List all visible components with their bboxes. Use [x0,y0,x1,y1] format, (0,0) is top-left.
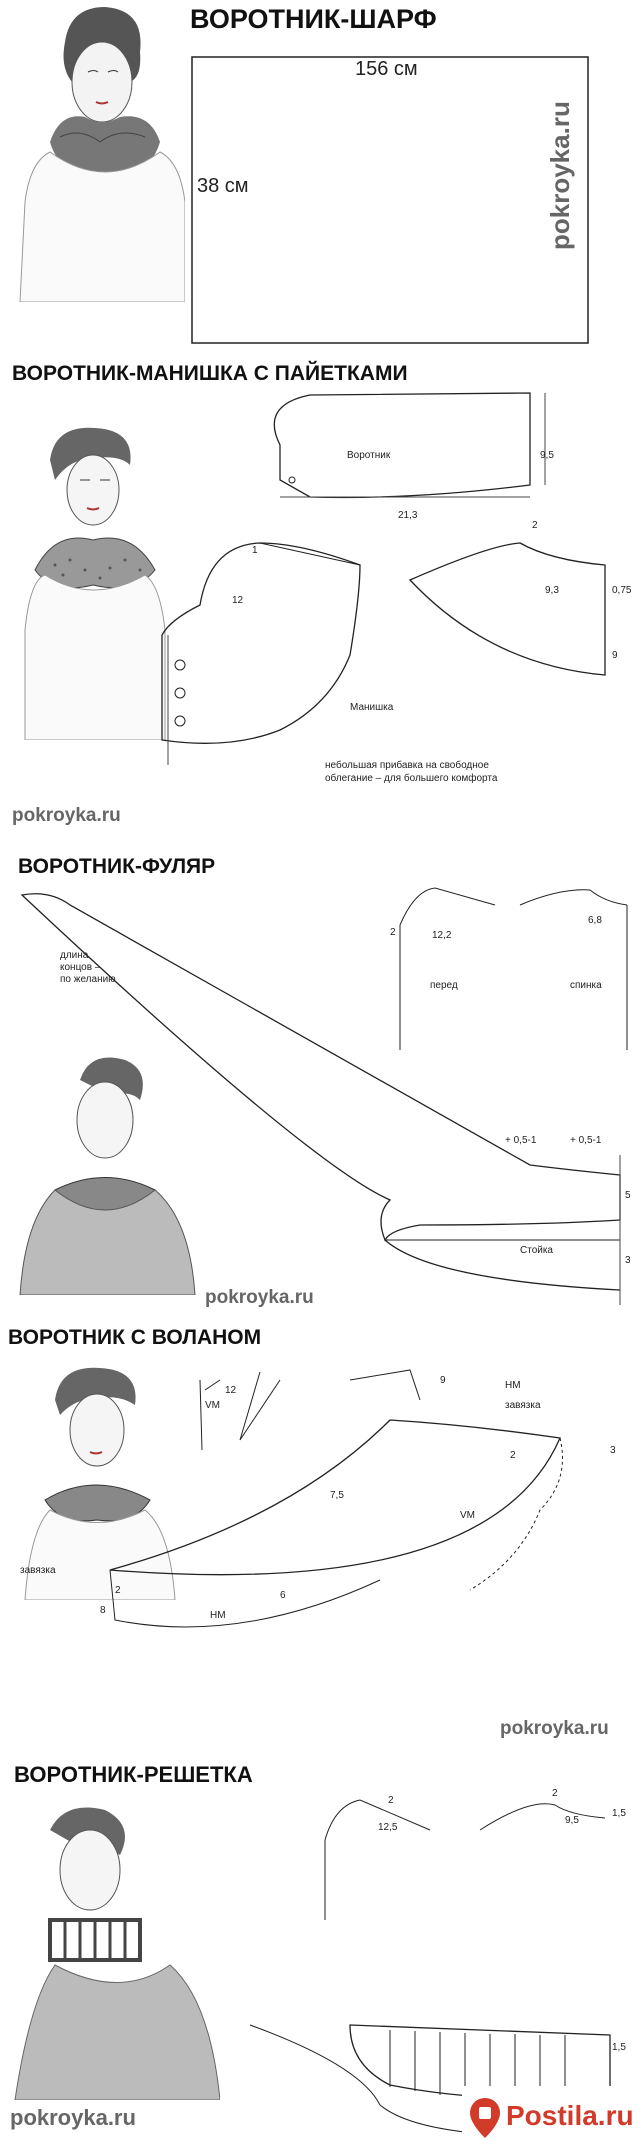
dim-6-8: 6,8 [588,915,602,926]
dim-2: 2 [532,520,538,531]
dim-9-3: 9,3 [545,585,559,596]
back-pattern-piece [408,542,606,676]
section-ruffle-collar: ВОРОТНИК С ВОЛАНОМ завязка завязка 12 9 … [0,1320,642,1750]
dim-2: 2 [115,1585,121,1596]
section-lattice-collar: ВОРОТНИК-РЕШЕТКА 2 12,5 2 9,5 1,5 1,5 22… [0,1750,642,2148]
stand-label: Стойка [520,1245,553,1256]
dim-8: 8 [100,1605,106,1616]
dim-2b: 2 [552,1788,558,1799]
dim-2: 2 [388,1795,394,1806]
watermark: pokroyka.ru [545,101,575,250]
dim-9: 9 [440,1375,446,1386]
watermark: pokroyka.ru [500,1718,609,1739]
tie-label-2: завязка [20,1565,56,1576]
section-shirtfront-collar: ВОРОТНИК-МАНИШКА С ПАЙЕТКАМИ Воротник 9,… [0,350,642,855]
fashion-illustration-foulard [19,1057,196,1295]
dim-7-5: 7,5 [330,1490,344,1501]
ease-add-2: + 0,5-1 [570,1135,602,1146]
section-title: ВОРОТНИК С ВОЛАНОМ [8,1326,262,1349]
section-title: ВОРОТНИК-ШАРФ [190,4,437,34]
dim-3: 3 [625,1255,631,1266]
section-foulard-collar: ВОРОТНИК-ФУЛЯР длина концов – по желанию… [0,855,642,1335]
mark-vm: VM [205,1400,220,1411]
width-dimension: 156 см [355,58,418,80]
collar-pattern-piece [273,392,546,499]
dim-1-5: 1,5 [612,1808,626,1819]
dim-12-2: 12,2 [432,930,452,941]
collar-label: Воротник [347,450,391,461]
ease-add-1: + 0,5-1 [505,1135,537,1146]
dim-2: 2 [390,927,396,938]
dim-1-5b: 1,5 [612,2042,626,2053]
section-title: ВОРОТНИК-РЕШЕТКА [14,1762,253,1787]
dim-12: 12 [232,595,244,606]
fashion-illustration-ruffle [24,1367,176,1600]
ease-note-2: облегание – для большего комфорта [325,773,498,784]
dim-12-5: 12,5 [378,1822,398,1833]
ease-note-1: небольшая прибавка на свободное [325,760,489,771]
dim-12: 12 [225,1385,237,1396]
fashion-illustration-lattice [14,1807,220,2100]
dim-9-5: 9,5 [540,450,554,461]
scarf-rectangle-pattern [191,56,589,344]
pin-icon [470,2098,500,2138]
dim-2b: 2 [510,1450,516,1461]
section-title: ВОРОТНИК-ФУЛЯР [18,855,216,878]
ruffle-collar-pattern [109,1369,563,1628]
watermark: pokroyka.ru [10,2105,136,2130]
dim-1: 1 [252,545,258,556]
mark-nm: НМ [210,1610,226,1621]
section-title: ВОРОТНИК-МАНИШКА С ПАЙЕТКАМИ [12,362,408,385]
dim-3: 3 [610,1445,616,1456]
height-dimension: 38 см [197,175,249,197]
length-note-1: длина [60,950,89,961]
length-note-3: по желанию [60,974,116,985]
back-label: спинка [570,980,602,991]
dim-5: 5 [625,1190,631,1201]
dim-9-5: 9,5 [565,1815,579,1826]
front-label: перед [430,980,458,991]
dim-9: 9 [612,650,618,661]
logo-text: Postila.ru [506,2100,634,2131]
fashion-illustration-shirtfront [24,427,166,740]
watermark: pokroyka.ru [205,1287,314,1308]
front-label: Манишка [350,702,394,713]
mark-nm-2: НМ [505,1380,521,1391]
section-scarf-collar: ВОРОТНИК-ШАРФ 156 см 38 см pokroyka.ru [0,0,642,350]
watermark: pokroyka.ru [12,805,121,826]
bodice-front-back-outline [399,887,628,1050]
lattice-bodice-outline [324,1799,606,1920]
dim-21-3: 21,3 [398,510,418,521]
foulard-pattern-piece [20,893,621,1305]
dim-0-75: 0,75 [612,585,632,596]
postila-logo[interactable]: Postila.ru [462,2086,642,2148]
mark-vm-2: VM [460,1510,475,1521]
tie-label-1: завязка [505,1400,541,1411]
shirtfront-pattern-piece [161,542,361,765]
dim-6: 6 [280,1590,286,1601]
length-note-2: концов – [60,962,101,973]
fashion-illustration-scarf [19,7,185,302]
